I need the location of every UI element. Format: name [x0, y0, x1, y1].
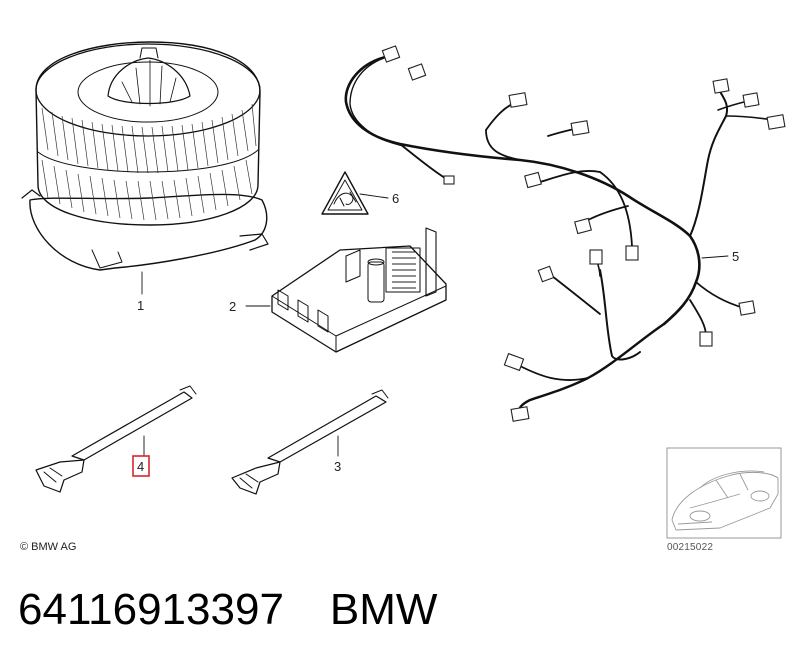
callout-5: 5 [732, 249, 739, 264]
callout-2: 2 [229, 299, 236, 314]
callout-4: 4 [137, 459, 144, 474]
brand-name: BMW [329, 585, 438, 634]
callout-1: 1 [137, 298, 144, 313]
part-number-line: 64116913397 BMW [18, 585, 437, 635]
copyright-notice: © BMW AG [20, 541, 77, 553]
thumbnail-reference-number: 00215022 [667, 542, 714, 553]
blower-motor-illustration: 1 [21, 41, 269, 313]
part-number: 64116913397 [18, 585, 284, 634]
cable-tie-long-illustration: 3 [231, 389, 389, 495]
cable-tie-short-illustration: 4 [35, 385, 197, 493]
wiring-harness-illustration: 5 [344, 45, 786, 422]
callout-3: 3 [334, 459, 341, 474]
vehicle-thumbnail [666, 447, 782, 539]
warning-label-illustration: 6 [321, 171, 399, 215]
callout-6: 6 [392, 191, 399, 206]
resistor-module-illustration: 2 [229, 227, 447, 353]
callout-4-highlight-box [132, 455, 150, 477]
